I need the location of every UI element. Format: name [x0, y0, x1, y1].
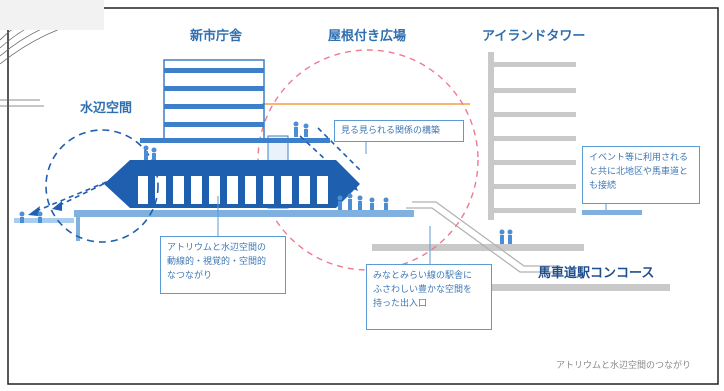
note-event-line: と共に北地区や馬車道と: [589, 167, 689, 177]
atrium-block: [104, 160, 360, 208]
note-station-line: 持った出入口: [373, 299, 428, 309]
sight-arrows: [33, 127, 361, 213]
note-relationship-text: 見る見られる関係の構築: [341, 126, 441, 136]
note-event: イベント等に利用される と共に北地区や馬車道と も接続: [582, 146, 700, 204]
note-relationship: 見る見られる関係の構築: [334, 120, 464, 142]
label-concourse: 馬車道駅コンコース: [538, 266, 655, 281]
note-atrium-line: なつながり: [167, 271, 213, 281]
note-station: みなとみらい線の駅舎に ふさわしい豊かな空間を 持った出入口: [366, 264, 492, 330]
waterside-circle: [45, 129, 159, 243]
label-island-tower: アイランドタワー: [482, 29, 586, 44]
label-waterside: 水辺空間: [80, 101, 133, 116]
ground-deck: [74, 210, 414, 217]
concourse-levels: [372, 244, 670, 291]
note-station-line: みなとみらい線の駅舎に: [373, 271, 473, 281]
note-atrium: アトリウムと水辺空間の 動線的・視覚的・空間的 なつながり: [160, 236, 286, 294]
diagram-caption: アトリウムと水辺空間のつながり: [556, 361, 692, 371]
arrow-heads: [28, 180, 358, 216]
island-tower: [488, 52, 576, 220]
people: [19, 121, 513, 244]
note-event-line: も接続: [589, 181, 617, 191]
note-atrium-line: 動線的・視覚的・空間的: [167, 257, 267, 267]
label-city-hall: 新市庁舎: [190, 29, 243, 44]
note-station-line: ふさわしい豊かな空間を: [373, 285, 473, 295]
water: [14, 218, 74, 223]
escalator: [406, 201, 560, 273]
outer-border: [7, 7, 719, 385]
label-roof-plaza: 屋根付き広場: [328, 29, 407, 44]
note-event-line: イベント等に利用される: [589, 153, 689, 163]
note-atrium-line: アトリウムと水辺空間の: [167, 243, 267, 253]
right-deck: [582, 210, 642, 215]
corner-sketch: [0, 0, 104, 107]
quay-wall: [76, 217, 80, 241]
